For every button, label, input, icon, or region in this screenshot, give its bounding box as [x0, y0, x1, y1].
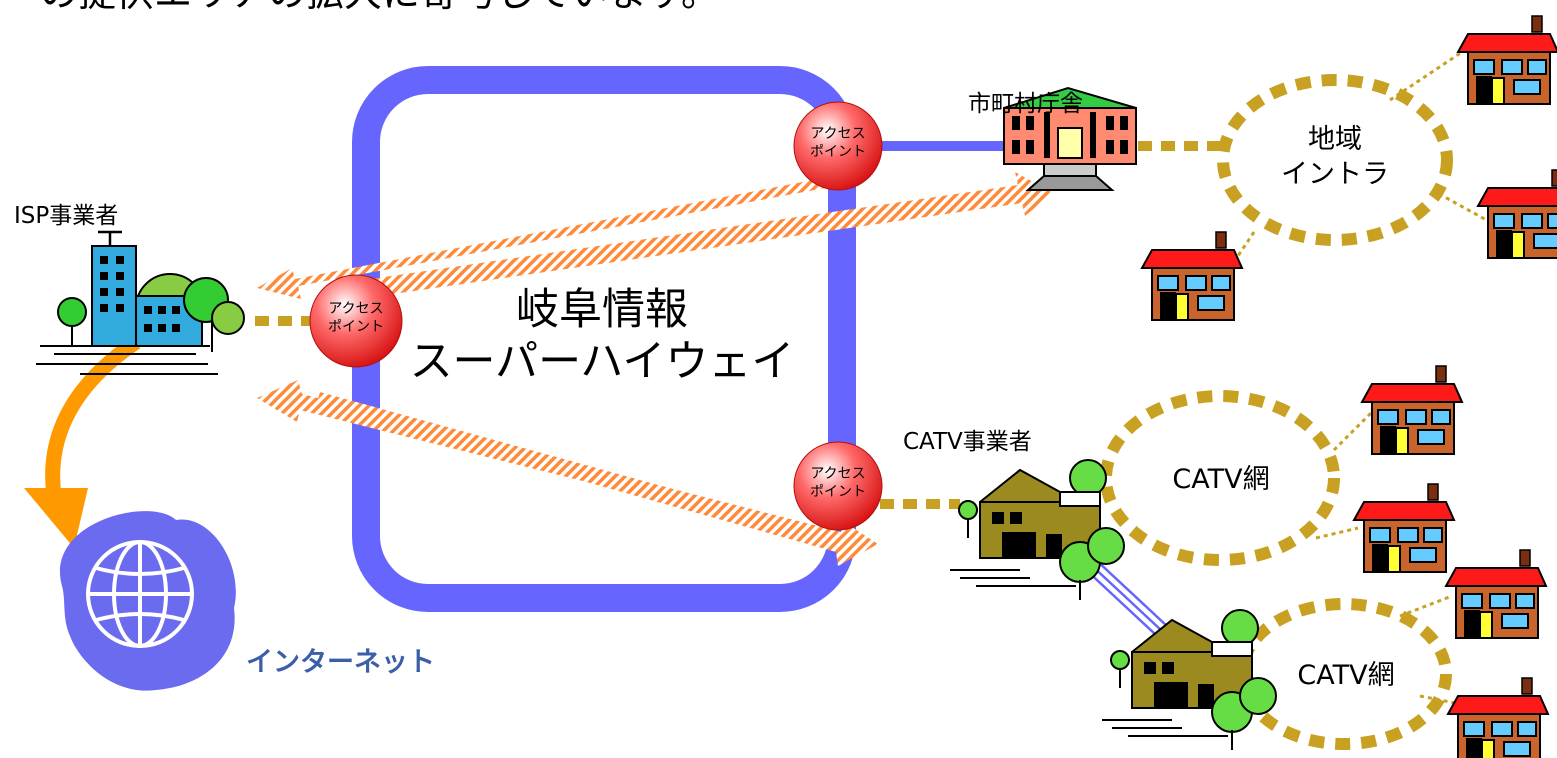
internet-arrow — [45, 335, 141, 497]
highway-title-line2: スーパーハイウェイ — [409, 337, 795, 388]
city-hall-label: 市町村庁舎 — [968, 91, 1083, 117]
highway-title: 岐阜情報 スーパーハイウェイ — [392, 284, 812, 389]
access-point-top-line2: ポイント — [810, 143, 866, 160]
house-icon-6 — [1445, 549, 1547, 639]
isp-building-icon — [36, 230, 245, 375]
access-point-bottom-line1: アクセス — [810, 466, 866, 482]
regional-intranet-line2: イントラ — [1281, 159, 1389, 191]
catv-operator-label: CATV事業者 — [903, 429, 1032, 455]
house-icon-4 — [1361, 365, 1463, 455]
access-point-left-line1: アクセス — [328, 301, 384, 317]
access-point-left-label: アクセス ポイント — [316, 301, 396, 336]
house-icon-5 — [1353, 483, 1455, 573]
catv-facility-icon-1 — [949, 459, 1125, 601]
house-icon-7 — [1447, 677, 1549, 758]
flow-arrows — [257, 172, 1053, 566]
city-hall-icon — [1003, 86, 1137, 191]
flow-arrow-to-city-hall — [350, 172, 1053, 300]
regional-intranet-line1: 地域 — [1308, 124, 1362, 155]
catv-network-label-1: CATV網 — [1172, 464, 1270, 495]
internet-arrow-head — [24, 488, 88, 548]
house-icon-3 — [1141, 231, 1243, 321]
regional-intranet-label: 地域 イントラ — [1265, 122, 1405, 192]
access-point-bottom-sphere — [793, 441, 883, 531]
internet-blob — [59, 511, 236, 691]
globe-icon — [86, 540, 194, 648]
catv-facility-icon-2 — [1101, 609, 1277, 751]
house-icon-2 — [1477, 169, 1557, 259]
isp-label: ISP事業者 — [14, 203, 119, 229]
top-text-fragment: の提供エリアの拡大に寄与しています。 — [40, 0, 719, 15]
catv-network-cloud-1 — [1100, 390, 1340, 566]
access-point-top-label: アクセス ポイント — [798, 126, 878, 161]
catv-network-label-2: CATV網 — [1297, 660, 1395, 691]
highway-title-line1: 岐阜情報 — [516, 285, 688, 335]
access-point-left-sphere — [309, 274, 403, 368]
access-point-left-line2: ポイント — [328, 318, 384, 335]
internet-label: インターネット — [246, 647, 435, 678]
flow-arrow-to-catv — [316, 392, 878, 566]
access-point-bottom-label: アクセス ポイント — [798, 466, 878, 501]
house-icon-1 — [1457, 15, 1557, 105]
dotted-links — [255, 50, 1491, 706]
regional-intranet-cloud — [1217, 74, 1453, 246]
access-point-top-line1: アクセス — [810, 126, 866, 142]
access-point-bottom-line2: ポイント — [810, 483, 866, 500]
access-point-top-sphere — [793, 101, 883, 191]
flow-arrow-to-isp-top — [257, 176, 836, 299]
